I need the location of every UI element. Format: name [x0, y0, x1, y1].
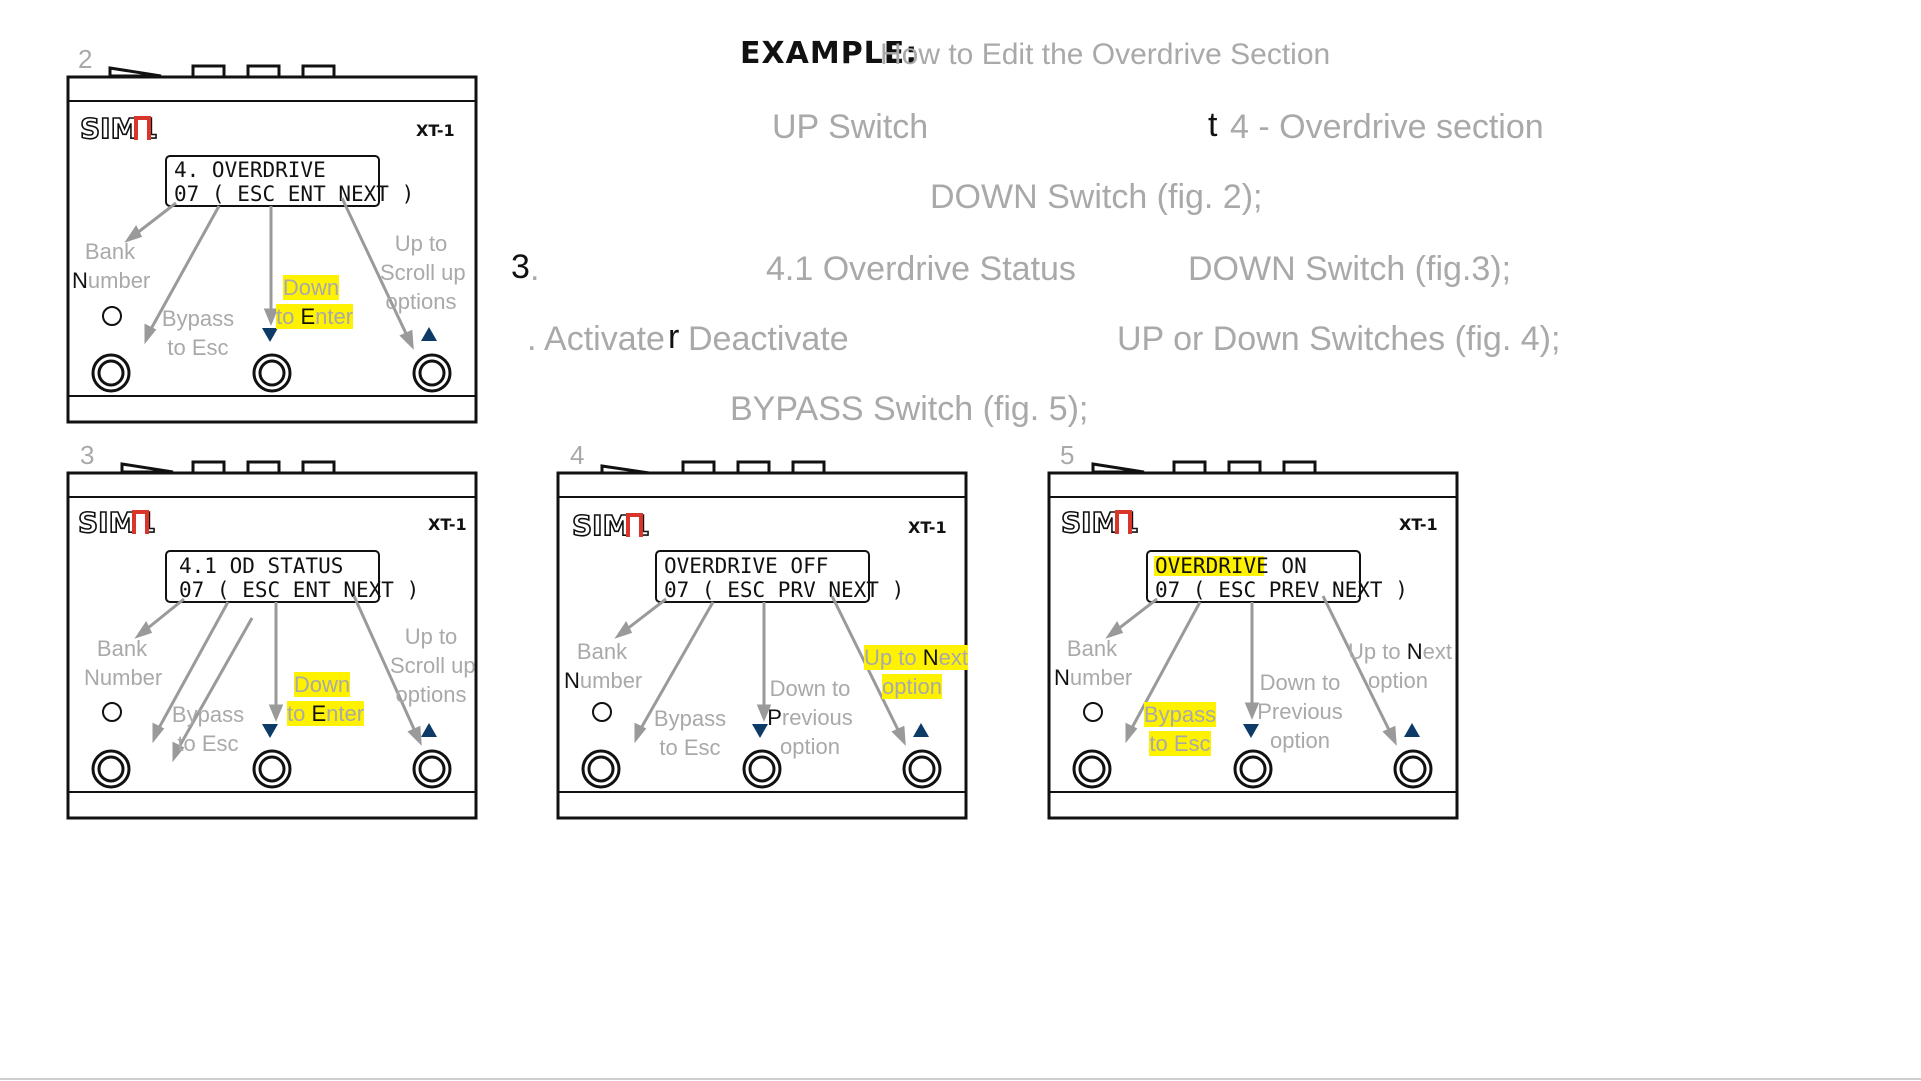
instruction-step-number: 3: [511, 248, 530, 286]
up-to-scroll-label: Up to Scroll up options: [380, 231, 466, 314]
bypass-to-esc-label: Bypass to Esc: [171, 702, 245, 756]
led-indicator: [1083, 702, 1103, 722]
input-jack-icon: [120, 462, 174, 474]
up-to-next-label: Up to Next option: [864, 645, 968, 699]
example-title: How to Edit the Overdrive Section: [880, 38, 1331, 71]
instruction-line1-fragment: t: [1208, 106, 1218, 144]
callout-arrows: [124, 197, 414, 350]
bypass-to-esc-label: Bypass to Esc: [161, 306, 235, 360]
footswitch-down: [252, 749, 292, 789]
lcd-line2: 07 ( ESC ENT NEXT ): [174, 182, 414, 206]
model-label: XT-1: [908, 518, 947, 537]
lcd-line2: 07 ( ESC PRV NEXT ): [664, 578, 904, 602]
lcd-highlight: [1154, 556, 1264, 576]
footswitch-up: [1393, 749, 1433, 789]
lcd-line1: 4. OVERDRIVE: [174, 158, 326, 182]
lcd-line1: 4.1 OD STATUS: [179, 554, 343, 578]
callout-arrows: [134, 595, 422, 763]
figure-3-pedal: SIM1 XT-1 4.1 OD STATUS 07 ( ESC ENT NEX…: [66, 460, 478, 820]
bank-number-label: Bank Number: [72, 239, 151, 293]
instruction-line4-deactivate: Deactivate: [688, 320, 849, 358]
page-bottom-rule: [0, 1078, 1921, 1080]
instruction-line3-down: DOWN Switch (fig.3);: [1188, 250, 1512, 288]
sim1-logo: SIM1: [79, 111, 159, 146]
sim1-logo: SIM1: [571, 508, 651, 543]
down-arrow-icon: [262, 724, 278, 738]
led-indicator: [102, 306, 122, 326]
up-to-scroll-label: Up to Scroll up options: [390, 624, 476, 707]
led-indicator: [102, 702, 122, 722]
footswitch-bypass: [1072, 749, 1112, 789]
footswitch-down: [1233, 749, 1273, 789]
figure-3-number: 3: [80, 440, 95, 470]
footswitch-up: [412, 353, 452, 393]
example-heading: EXAMPLE:: [740, 36, 919, 71]
instruction-line4-activate: . Activate: [527, 320, 665, 358]
callout-arrows: [1105, 595, 1397, 746]
model-label: XT-1: [428, 515, 467, 534]
down-arrow-icon: [262, 328, 278, 342]
figure-2-pedal: SIM1 XT-1 4. OVERDRIVE 07 ( ESC ENT NEXT…: [66, 64, 478, 424]
model-label: XT-1: [416, 121, 455, 140]
bank-number-label: Bank Number: [564, 639, 643, 693]
down-to-enter-label: Down to Enter: [276, 275, 354, 329]
lcd-line1: OVERDRIVE OFF: [664, 554, 828, 578]
figure-4-number: 4: [570, 440, 585, 470]
down-to-previous-label: Down to Previous option: [1257, 670, 1343, 753]
instruction-step-dot: .: [530, 250, 540, 288]
bypass-to-esc-label: Bypass to Esc: [653, 706, 727, 760]
footswitch-up: [902, 749, 942, 789]
sim1-logo: SIM1: [77, 505, 157, 540]
footswitch-bypass: [581, 749, 621, 789]
figure-5-number: 5: [1060, 440, 1075, 470]
input-jack-icon: [108, 66, 162, 78]
lcd-display: [165, 550, 380, 603]
down-to-previous-label: Down to Previous option: [767, 676, 853, 759]
footswitch-up: [412, 749, 452, 789]
lcd-line1: OVERDRIVE ON: [1155, 554, 1307, 578]
lcd-line2: 07 ( ESC ENT NEXT ): [179, 578, 419, 602]
footswitch-bypass: [91, 353, 131, 393]
down-arrow-icon: [1243, 724, 1259, 738]
down-arrow-icon: [752, 724, 768, 738]
instruction-line4-switches: UP or Down Switches (fig. 4);: [1117, 320, 1561, 358]
sim1-logo: SIM1: [1060, 505, 1140, 540]
up-arrow-icon: [421, 723, 437, 737]
input-jack-icon: [1091, 462, 1145, 474]
up-arrow-icon: [1404, 723, 1420, 737]
led-indicator: [592, 702, 612, 722]
bypass-to-esc-label: Bypass to Esc: [1143, 702, 1217, 756]
footswitch-bypass: [91, 749, 131, 789]
up-arrow-icon: [913, 723, 929, 737]
instruction-line2: DOWN Switch (fig. 2);: [930, 178, 1263, 216]
instruction-line1-section: 4 - Overdrive section: [1230, 108, 1544, 146]
instruction-line4-fragment: r: [668, 318, 680, 356]
bank-number-label: Bank Number: [84, 636, 163, 690]
up-arrow-icon: [421, 327, 437, 341]
footswitch-down: [252, 353, 292, 393]
up-to-next-label: Up to Next option: [1348, 639, 1452, 693]
down-to-enter-label: Down to Enter: [287, 672, 365, 726]
figure-5-pedal: SIM1 XT-1 OVERDRIVE ON 07 ( ESC PREV NEX…: [1047, 460, 1459, 820]
instruction-line5: BYPASS Switch (fig. 5);: [730, 390, 1089, 428]
lcd-line2: 07 ( ESC PREV NEXT ): [1155, 578, 1408, 602]
bank-number-label: Bank Number: [1054, 636, 1133, 690]
top-connectors: [681, 460, 826, 476]
top-connectors: [1172, 460, 1317, 476]
figure-2-number: 2: [78, 44, 93, 74]
instruction-line1-up-switch: UP Switch: [772, 108, 929, 146]
footswitch-down: [742, 749, 782, 789]
model-label: XT-1: [1399, 515, 1438, 534]
instruction-line3-status: 4.1 Overdrive Status: [766, 250, 1076, 288]
